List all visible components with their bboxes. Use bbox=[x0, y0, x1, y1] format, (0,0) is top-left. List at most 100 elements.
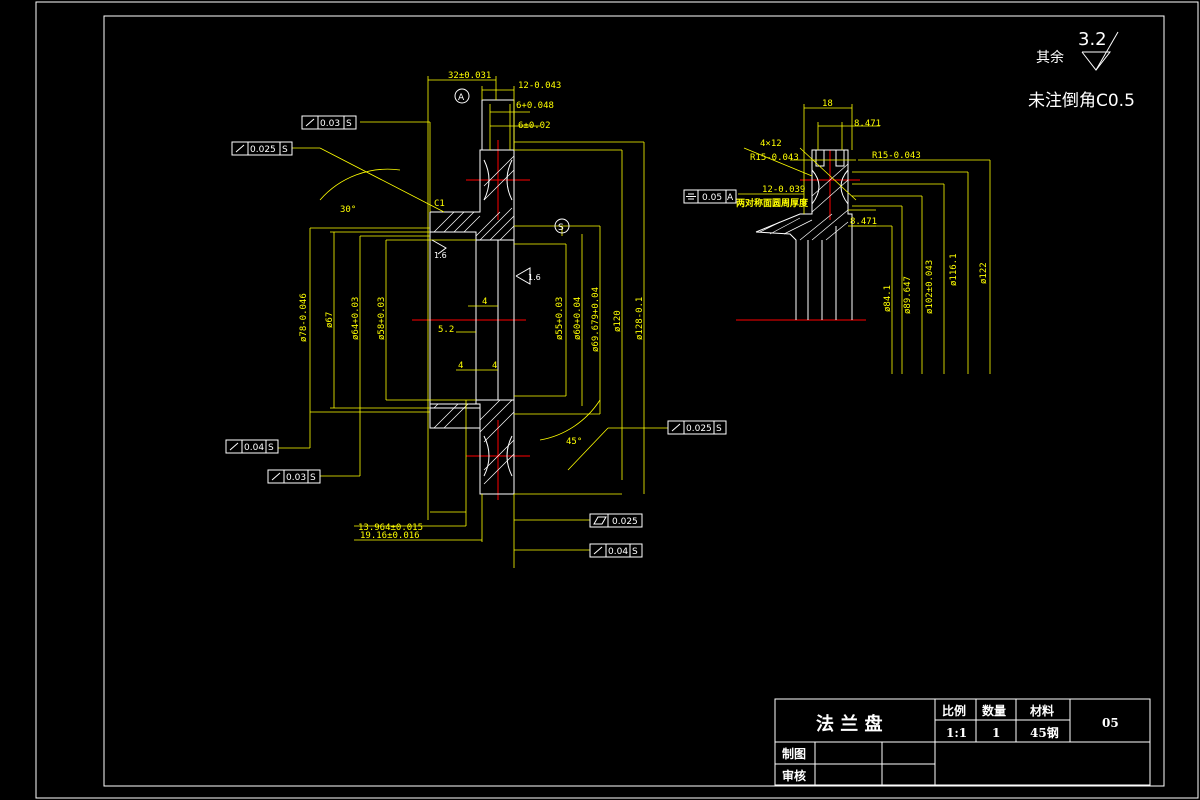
dim-d78: ø78-0.046 bbox=[299, 293, 309, 342]
side-slot-note: 4×12 bbox=[760, 139, 782, 149]
fcf-3-value: 0.04 bbox=[244, 443, 264, 453]
fcf-1: 0.03 S bbox=[301, 115, 357, 130]
main-dimension-lines bbox=[278, 76, 668, 568]
side-dimension-lines bbox=[738, 104, 991, 374]
fcf-6-mod: S bbox=[632, 547, 638, 557]
fcf-5-mod: S bbox=[716, 424, 722, 434]
dim-d67: ø67 bbox=[325, 312, 335, 328]
datum-a-circle bbox=[454, 88, 470, 104]
dim-d69: ø69.679+0.04 bbox=[591, 287, 601, 352]
angle-45: 45° bbox=[566, 437, 582, 447]
side-d1161: ø116.1 bbox=[949, 253, 959, 286]
side-r15-right: R15-0.043 bbox=[872, 151, 921, 161]
title-block-text: 法 兰 盘 比例 数量 材料 1:1 1 45钢 05 制图 审核 bbox=[782, 703, 1119, 783]
runout-icon bbox=[593, 546, 603, 555]
main-view-labels: A S 32±0.031 12-0.043 6+0.048 6±0.02 C1 … bbox=[299, 71, 645, 541]
inner-frame bbox=[103, 15, 1165, 787]
profile-lower bbox=[429, 399, 515, 495]
roughness-symbol-icon bbox=[515, 267, 531, 285]
dim-d120: ø120 bbox=[613, 310, 623, 332]
hatch-lower bbox=[433, 399, 515, 485]
fcf-4-value: 0.03 bbox=[286, 473, 306, 483]
side-dim-8471a: 8.471 bbox=[854, 119, 881, 129]
groove-bottom-left bbox=[483, 435, 490, 477]
roughness-1-6-a: 1.6 bbox=[434, 251, 447, 260]
material-value: 45钢 bbox=[1030, 725, 1059, 740]
runout-icon bbox=[305, 118, 315, 127]
fcf-4: 0.03 S bbox=[267, 469, 321, 484]
datum-s-circle bbox=[554, 218, 570, 234]
side-dim-12b: 12-0.039 bbox=[762, 185, 805, 195]
fcf-1-value: 0.03 bbox=[320, 119, 340, 129]
side-d89647: ø89.647 bbox=[903, 276, 913, 314]
qty-label: 数量 bbox=[982, 703, 1006, 718]
fcf-1-mod: S bbox=[346, 119, 352, 129]
title-block bbox=[774, 698, 1151, 786]
fcf-5-value: 0.025 bbox=[686, 424, 712, 434]
fcf-flatness: 0.025 bbox=[589, 513, 643, 528]
side-d102: ø102±0.043 bbox=[925, 260, 935, 314]
dim-d128: ø128-0.1 bbox=[635, 297, 645, 340]
runout-icon bbox=[271, 472, 281, 481]
side-d841: ø84.1 bbox=[883, 285, 893, 312]
fcf-5: 0.025 S bbox=[667, 420, 727, 435]
chamfer-note: 未注倒角C0.5 bbox=[1028, 91, 1135, 111]
dim-4a: 4 bbox=[482, 297, 487, 307]
side-dim-8471b: 8.471 bbox=[850, 217, 877, 227]
side-r15-left: R15-0.043 bbox=[750, 153, 799, 163]
flatness-icon bbox=[593, 516, 607, 525]
roughness-rest-value: 3.2 bbox=[1078, 29, 1107, 50]
fcf-6-value: 0.04 bbox=[608, 547, 628, 557]
checked-by-label: 审核 bbox=[782, 768, 806, 783]
flange-lower bbox=[429, 403, 481, 429]
runout-icon bbox=[229, 442, 239, 451]
drawing-number: 05 bbox=[1102, 716, 1119, 730]
dim-12: 12-0.043 bbox=[518, 81, 561, 91]
roughness-rest-label: 其余 bbox=[1036, 49, 1064, 66]
dim-6b: 6±0.02 bbox=[518, 121, 551, 131]
dim-4b: 4 bbox=[458, 361, 463, 371]
datum-a-label: A bbox=[458, 93, 465, 103]
runout-icon bbox=[235, 144, 245, 153]
fcf-2-value: 0.025 bbox=[250, 145, 276, 155]
dim-4c: 4 bbox=[492, 361, 497, 371]
side-d122: ø122 bbox=[979, 262, 989, 284]
side-thickness-note: 两对称面圆周厚度 bbox=[736, 197, 809, 209]
dim-13964: 13.964±0.015 bbox=[358, 523, 423, 533]
datum-s-label: S bbox=[558, 223, 564, 233]
side-view bbox=[736, 104, 991, 374]
roughness-symbol-icon bbox=[431, 239, 447, 255]
dim-52: 5.2 bbox=[438, 325, 454, 335]
hatch-upper bbox=[433, 155, 515, 241]
fcf-symmetry-value: 0.05 bbox=[702, 193, 722, 203]
dim-d58: ø58+0.03 bbox=[377, 297, 387, 340]
dim-d60: ø60+0.04 bbox=[573, 297, 583, 340]
dim-32: 32±0.031 bbox=[448, 71, 491, 81]
groove-bottom-right bbox=[506, 435, 513, 477]
dim-d64: ø64+0.03 bbox=[351, 297, 361, 340]
material-label: 材料 bbox=[1029, 703, 1054, 718]
drawn-by-label: 制图 bbox=[782, 746, 806, 761]
qty-value: 1 bbox=[992, 726, 1000, 740]
roughness-symbol-tail bbox=[1095, 31, 1119, 71]
runout-icon bbox=[671, 423, 681, 432]
scale-value: 1:1 bbox=[946, 726, 967, 740]
side-hatch bbox=[759, 163, 849, 241]
side-profile-lower bbox=[755, 231, 797, 320]
fcf-2-mod: S bbox=[282, 145, 288, 155]
fcf-symmetry: 0.05 A bbox=[683, 189, 737, 204]
side-view-labels: 18 8.471 4×12 R15-0.043 R15-0.043 12-0.0… bbox=[736, 99, 989, 314]
fcf-symmetry-datum: A bbox=[727, 193, 734, 203]
angle-30: 30° bbox=[340, 205, 356, 215]
scale-label: 比例 bbox=[942, 703, 966, 718]
dim-d55: ø55+0.03 bbox=[555, 297, 565, 340]
side-dim-18: 18 bbox=[822, 99, 833, 109]
groove-top-left bbox=[483, 159, 490, 201]
chamfer-c1: C1 bbox=[434, 199, 445, 209]
dim-1916: 19.16±0.016 bbox=[360, 531, 420, 541]
profile-upper bbox=[429, 149, 515, 241]
dim-6: 6+0.048 bbox=[516, 101, 554, 111]
fcf-3: 0.04 S bbox=[225, 439, 279, 454]
fcf-flatness-value: 0.025 bbox=[612, 517, 638, 527]
